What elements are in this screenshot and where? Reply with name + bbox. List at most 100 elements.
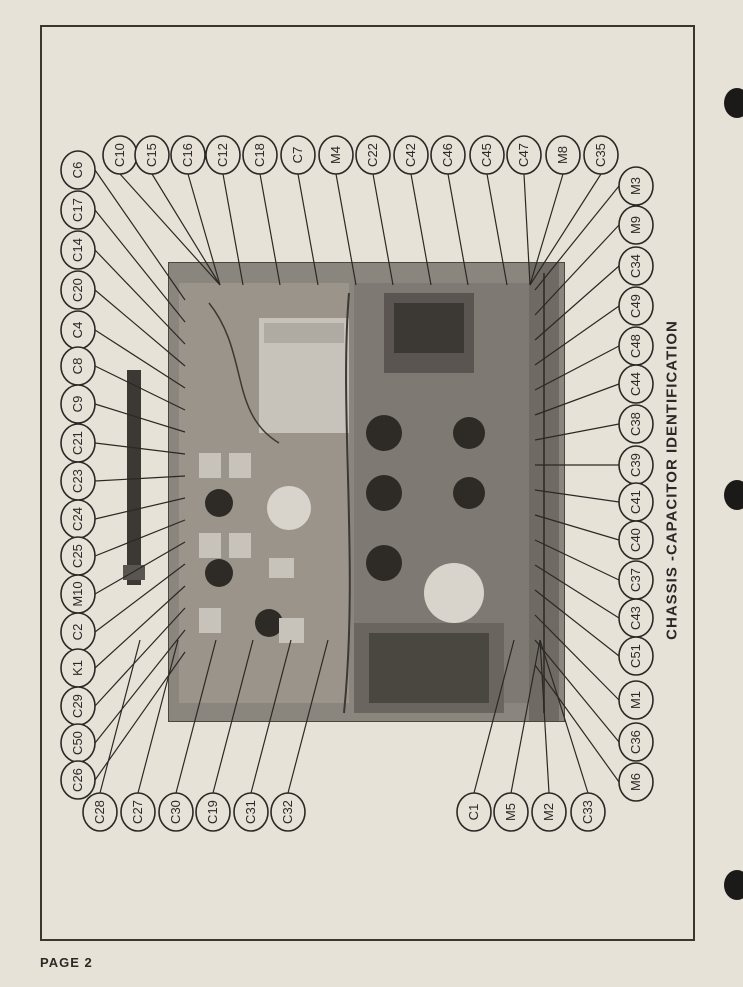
callout-c12: C12 xyxy=(205,135,241,175)
callout-circle xyxy=(618,404,654,444)
callout-c48: C48 xyxy=(618,326,654,366)
leader-line xyxy=(250,639,292,794)
binder-hole-middle xyxy=(724,480,743,510)
callout-c19: C19 xyxy=(195,792,231,832)
callout-label: C44 xyxy=(628,372,643,396)
leader-line xyxy=(94,497,186,520)
callout-circle xyxy=(270,792,306,832)
leader-line xyxy=(447,173,469,286)
callout-circle xyxy=(60,150,96,190)
callout-c25: C25 xyxy=(60,536,96,576)
callout-circle xyxy=(355,135,391,175)
callout-label: C45 xyxy=(479,143,494,167)
callout-c33: C33 xyxy=(570,792,606,832)
leader-line xyxy=(539,639,589,794)
callout-label: C26 xyxy=(70,768,85,792)
callout-label: C17 xyxy=(70,198,85,222)
callout-label: C10 xyxy=(112,143,127,167)
callout-c24: C24 xyxy=(60,499,96,539)
callout-circle xyxy=(82,792,118,832)
callout-label: C20 xyxy=(70,278,85,302)
page-number: PAGE 2 xyxy=(40,955,93,970)
callout-c46: C46 xyxy=(430,135,466,175)
callout-label: C31 xyxy=(243,800,258,824)
callout-circle xyxy=(233,792,269,832)
chassis-illustration xyxy=(169,263,564,721)
callout-label: C43 xyxy=(628,606,643,630)
callout-label: C35 xyxy=(593,143,608,167)
leader-line xyxy=(534,639,620,743)
callout-label: C28 xyxy=(92,800,107,824)
page-title: CHASSIS -CAPACITOR IDENTIFICATION xyxy=(663,320,681,640)
page-frame xyxy=(40,25,695,941)
callout-label: C7 xyxy=(290,147,305,164)
callout-c8: C8 xyxy=(60,346,96,386)
callout-label: C47 xyxy=(516,143,531,167)
binder-hole-top xyxy=(724,88,743,118)
callout-label: C1 xyxy=(466,804,481,821)
leader-line xyxy=(94,329,186,389)
callout-label: C29 xyxy=(70,694,85,718)
leader-line xyxy=(94,249,186,345)
callout-circle xyxy=(618,636,654,676)
callout-label: M3 xyxy=(628,177,643,195)
callout-circle xyxy=(493,792,529,832)
callout-label: C2 xyxy=(70,624,85,641)
callout-label: C15 xyxy=(144,143,159,167)
leader-line xyxy=(259,173,281,286)
callout-circle xyxy=(280,135,316,175)
callout-c37: C37 xyxy=(618,560,654,600)
callout-label: C38 xyxy=(628,412,643,436)
leader-line xyxy=(297,173,319,286)
callout-circle xyxy=(618,520,654,560)
leader-line xyxy=(534,564,620,619)
callout-circle xyxy=(60,270,96,310)
callout-label: M6 xyxy=(628,773,643,791)
callout-label: C37 xyxy=(628,568,643,592)
callout-c17: C17 xyxy=(60,190,96,230)
callout-label: C18 xyxy=(252,143,267,167)
callout-circle xyxy=(583,135,619,175)
callout-m8: M8 xyxy=(545,135,581,175)
leader-line xyxy=(94,289,186,367)
callout-c50: C50 xyxy=(60,723,96,763)
callout-m9: M9 xyxy=(618,205,654,245)
callout-circle xyxy=(618,205,654,245)
callout-label: C42 xyxy=(403,143,418,167)
callout-c2: C2 xyxy=(60,612,96,652)
callout-circle xyxy=(618,680,654,720)
callout-c27: C27 xyxy=(120,792,156,832)
leader-line xyxy=(335,173,357,286)
callout-circle xyxy=(60,760,96,800)
callout-c14: C14 xyxy=(60,230,96,270)
callout-circle xyxy=(570,792,606,832)
callout-c20: C20 xyxy=(60,270,96,310)
callout-circle xyxy=(205,135,241,175)
callout-m3: M3 xyxy=(618,166,654,206)
callout-c18: C18 xyxy=(242,135,278,175)
callout-label: C34 xyxy=(628,254,643,278)
leader-line xyxy=(222,173,244,286)
callout-m5: M5 xyxy=(493,792,529,832)
callout-label: C30 xyxy=(168,800,183,824)
callout-circle xyxy=(618,246,654,286)
leader-line xyxy=(534,664,620,783)
callout-label: C16 xyxy=(180,143,195,167)
callout-circle xyxy=(195,792,231,832)
callout-circle xyxy=(242,135,278,175)
callout-label: C33 xyxy=(580,800,595,824)
callout-label: C8 xyxy=(70,358,85,375)
callout-label: C50 xyxy=(70,731,85,755)
callout-label: M4 xyxy=(328,146,343,164)
callout-label: C25 xyxy=(70,544,85,568)
callout-m4: M4 xyxy=(318,135,354,175)
callout-c43: C43 xyxy=(618,598,654,638)
callout-circle xyxy=(545,135,581,175)
leader-line xyxy=(534,345,620,391)
callout-label: C6 xyxy=(70,162,85,179)
leader-line xyxy=(99,639,141,794)
leader-line xyxy=(119,173,221,286)
callout-circle xyxy=(618,364,654,404)
callout-label: C36 xyxy=(628,730,643,754)
leader-line xyxy=(410,173,432,286)
